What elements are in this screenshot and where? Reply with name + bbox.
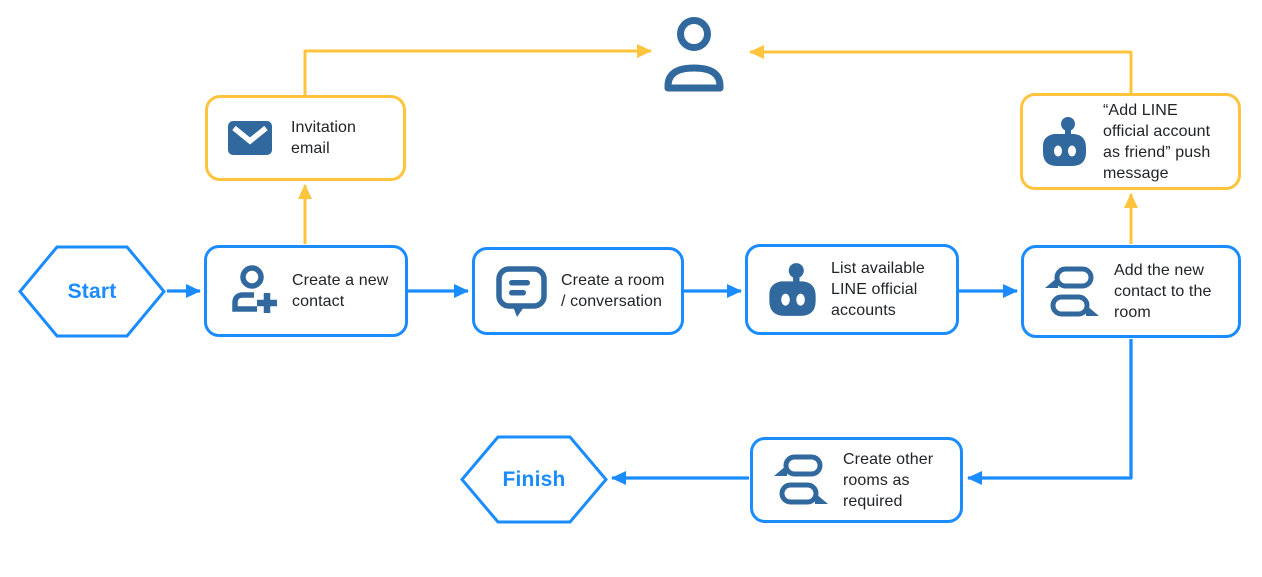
node-add-contact-room: Add the new contact to the room [1021,245,1241,338]
node-push-message: “Add LINE official account as friend” pu… [1020,93,1241,190]
chat-bubble-icon [495,265,547,318]
node-label: “Add LINE official account as friend” pu… [1103,101,1211,182]
node-invitation-email: Invitation email [205,95,406,181]
node-list-accounts: List available LINE official accounts [745,244,959,335]
email-icon [226,118,274,158]
node-create-contact: Create a new contact [204,245,408,337]
finish-hexagon: Finish [460,435,608,524]
node-label: Add the new contact to the room [1114,262,1212,321]
person-add-icon [227,264,279,318]
node-label: Create a room / conversation [561,272,665,310]
person-icon [664,17,724,92]
node-label: Create other rooms as required [843,450,934,510]
node-label: List available LINE official accounts [831,260,925,319]
rooms-icon [1043,266,1101,318]
node-label: Invitation email [291,119,357,157]
node-create-other-rooms: Create other rooms as required [750,437,963,523]
start-hexagon: Start [18,245,166,338]
hexagon-shape [18,245,166,338]
edge-add-contact-room-to-create-other-rooms [967,339,1133,485]
user-node [660,12,730,92]
rooms-icon [772,454,830,506]
hexagon-shape [460,435,608,524]
node-label: Create a new contact [292,272,389,310]
finish-label: Finish [502,467,566,491]
edge-push-message-to-user [749,45,1133,93]
node-create-room: Create a room / conversation [472,247,684,335]
edge-invitation-email-to-user [303,44,652,95]
start-label: Start [67,279,117,303]
bot-icon [767,262,818,318]
bot-icon [1041,116,1088,168]
